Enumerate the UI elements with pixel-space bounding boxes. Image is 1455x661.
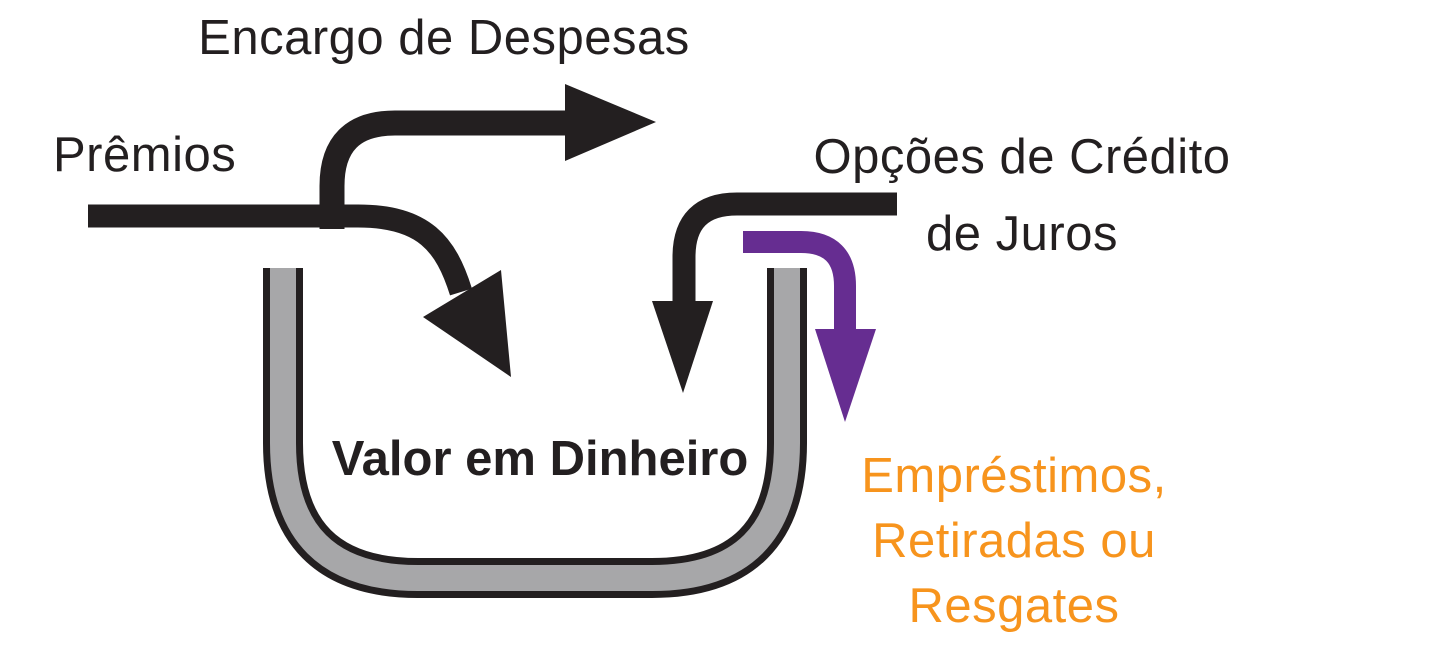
expense-charge-arrow xyxy=(319,84,656,229)
bucket-gray-fill xyxy=(270,268,800,591)
premiums-arrow-shaft xyxy=(88,204,472,296)
premiums-arrowhead-icon xyxy=(423,270,511,377)
withdrawals-arrowhead-icon xyxy=(815,329,876,422)
expense-charge-arrow-shaft xyxy=(319,110,566,229)
withdrawals-label-line3: Resgates xyxy=(908,579,1120,633)
expense-charge-arrowhead-icon xyxy=(565,84,656,161)
expense-charge-label: Encargo de Despesas xyxy=(198,11,690,65)
withdrawals-label-line1: Empréstimos, xyxy=(861,449,1167,503)
withdrawals-label-line2: Retiradas ou xyxy=(872,514,1156,568)
interest-credit-label: Opções de Crédito de Juros xyxy=(762,119,1282,273)
interest-credit-label-line1: Opções de Crédito xyxy=(813,130,1231,184)
bucket-outline xyxy=(263,268,807,598)
withdrawals-label: Empréstimos, Retiradas ou Resgates xyxy=(754,444,1274,639)
cash-value-label: Valor em Dinheiro xyxy=(331,432,749,486)
interest-credit-arrowhead-icon xyxy=(652,301,713,393)
premiums-arrow xyxy=(88,204,511,377)
withdrawals-arrow-shaft xyxy=(743,231,856,331)
interest-credit-arrow-shaft xyxy=(672,192,897,303)
interest-credit-arrow xyxy=(652,192,897,393)
withdrawals-arrow xyxy=(743,231,876,422)
premiums-label: Prêmios xyxy=(53,128,237,182)
cash-value-bucket xyxy=(263,268,807,598)
interest-credit-label-line2: de Juros xyxy=(926,207,1118,261)
